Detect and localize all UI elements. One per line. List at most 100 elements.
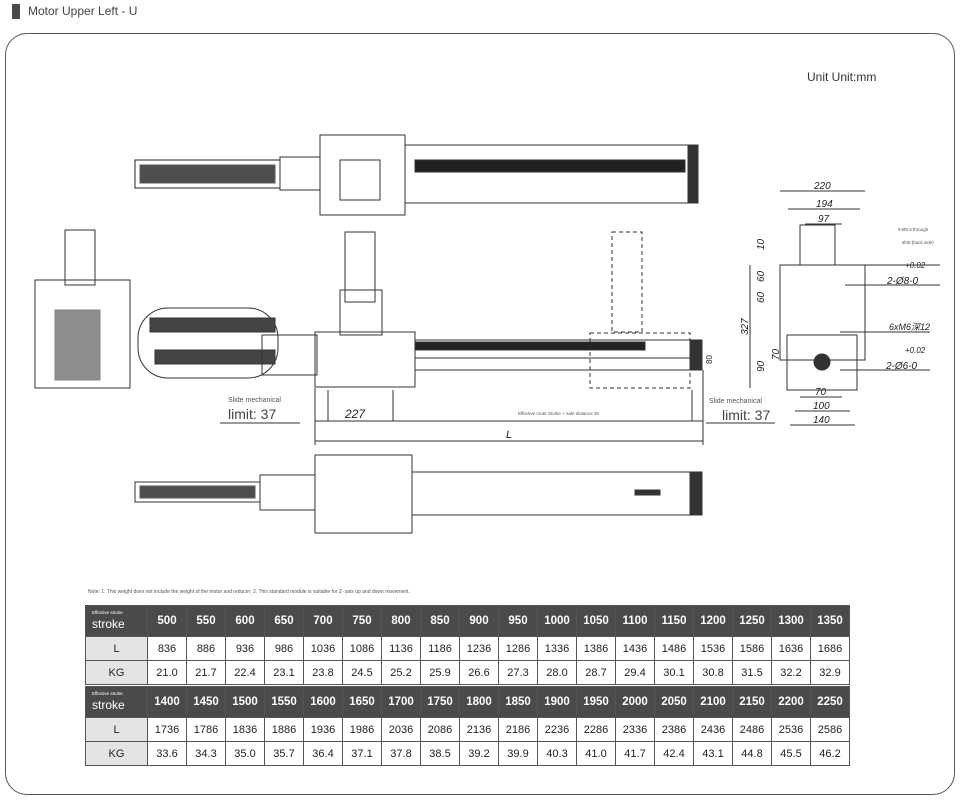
callout-pin1: 2-Ø8-0	[886, 276, 919, 287]
kg-cell: 46.2	[810, 741, 850, 766]
kg-cell: 31.5	[732, 660, 772, 685]
stroke-cell: 1850	[498, 686, 538, 718]
dim-140: 140	[813, 415, 830, 426]
l-cell: 936	[225, 636, 265, 661]
l-cell: 2136	[459, 717, 499, 742]
stroke-cell: 1450	[186, 686, 226, 718]
dim-70v: 70	[771, 348, 782, 360]
l-cell: 1636	[771, 636, 811, 661]
page-title: Motor Upper Left - U	[28, 4, 138, 18]
stroke-cell: 2000	[615, 686, 655, 718]
dim-327: 327	[740, 318, 751, 335]
dim-60b: 60	[756, 291, 767, 303]
stroke-cell: 850	[420, 605, 460, 637]
top-view	[134, 134, 699, 216]
kg-cell: 26.6	[459, 660, 499, 685]
kg-cell: 41.7	[615, 741, 655, 766]
l-cell: 836	[147, 636, 187, 661]
stroke-cell: 1650	[342, 686, 382, 718]
l-cell: 886	[186, 636, 226, 661]
l-cell: 1536	[693, 636, 733, 661]
l-cell: 2236	[537, 717, 577, 742]
callout-pin2: 2-Ø6-0	[885, 361, 918, 372]
stroke-cell: 1250	[732, 605, 772, 637]
kg-cell: 45.5	[771, 741, 811, 766]
stroke-cell: 1200	[693, 605, 733, 637]
technical-drawing: Slide mechanical limit: 37 227 Effective…	[34, 134, 940, 534]
unit-label: Unit Unit:mm	[807, 70, 877, 84]
stroke-cell: 2050	[654, 686, 694, 718]
kg-cell: 35.7	[264, 741, 304, 766]
l-cell: 1036	[303, 636, 343, 661]
stroke-cell: 950	[498, 605, 538, 637]
kg-cell: 36.4	[303, 741, 343, 766]
kg-cell: 23.1	[264, 660, 304, 685]
l-cell: 1786	[186, 717, 226, 742]
callout-back: Ø48 (back side)	[902, 240, 934, 245]
stroke-cell: 1350	[810, 605, 850, 637]
stroke-cell: 650	[264, 605, 304, 637]
kg-cell: 35.0	[225, 741, 265, 766]
dim-70h: 70	[815, 387, 827, 398]
dim-100: 100	[813, 401, 830, 412]
stroke-cell: 1950	[576, 686, 616, 718]
kg-cell: 28.7	[576, 660, 616, 685]
dim-80: 80	[705, 355, 714, 364]
dim-194: 194	[816, 199, 833, 210]
l-cell: 1986	[342, 717, 382, 742]
bottom-view	[134, 454, 703, 534]
callout-tol1: +0.02	[905, 261, 926, 270]
kg-cell: 39.9	[498, 741, 538, 766]
kg-cell: 38.5	[420, 741, 460, 766]
l-cell: 1886	[264, 717, 304, 742]
stroke-cell: 1300	[771, 605, 811, 637]
stroke-cell: 2250	[810, 686, 850, 718]
l-cell: 1936	[303, 717, 343, 742]
l-cell: 1586	[732, 636, 772, 661]
l-cell: 1436	[615, 636, 655, 661]
kg-cell: 43.1	[693, 741, 733, 766]
stroke-cell: 700	[303, 605, 343, 637]
l-cell: 1336	[537, 636, 577, 661]
stroke-cell: 1550	[264, 686, 304, 718]
l-cell: 2036	[381, 717, 421, 742]
l-cell: 1236	[459, 636, 499, 661]
callout-tol2: +0.02	[905, 346, 926, 355]
kg-label: KG	[85, 660, 148, 685]
front-view: Slide mechanical limit: 37 227 Effective…	[137, 231, 775, 445]
kg-cell: 21.7	[186, 660, 226, 685]
kg-cell: 27.3	[498, 660, 538, 685]
l-cell: 2436	[693, 717, 733, 742]
stroke-cell: 2100	[693, 686, 733, 718]
dim-220: 220	[813, 181, 831, 192]
stroke-note: Effective route Storke + safe distance 3…	[518, 411, 599, 416]
kg-cell: 37.1	[342, 741, 382, 766]
kg-cell: 25.2	[381, 660, 421, 685]
l-cell: 2586	[810, 717, 850, 742]
stroke-cell: 1600	[303, 686, 343, 718]
stroke-cell: 1050	[576, 605, 616, 637]
kg-cell: 39.2	[459, 741, 499, 766]
l-cell: 1736	[147, 717, 187, 742]
kg-cell: 23.8	[303, 660, 343, 685]
limit-title-right: Slide mechanical	[709, 398, 762, 405]
l-cell: 2336	[615, 717, 655, 742]
stroke-cell: 1500	[225, 686, 265, 718]
l-cell: 1186	[420, 636, 460, 661]
kg-cell: 28.0	[537, 660, 577, 685]
limit-left: limit: 37	[228, 406, 276, 422]
kg-cell: 21.0	[147, 660, 187, 685]
l-cell: 1286	[498, 636, 538, 661]
l-cell: 2086	[420, 717, 460, 742]
l-cell: 1386	[576, 636, 616, 661]
kg-cell: 42.4	[654, 741, 694, 766]
stroke-cell: 750	[342, 605, 382, 637]
dim-227: 227	[344, 407, 366, 421]
stroke-cell: 800	[381, 605, 421, 637]
